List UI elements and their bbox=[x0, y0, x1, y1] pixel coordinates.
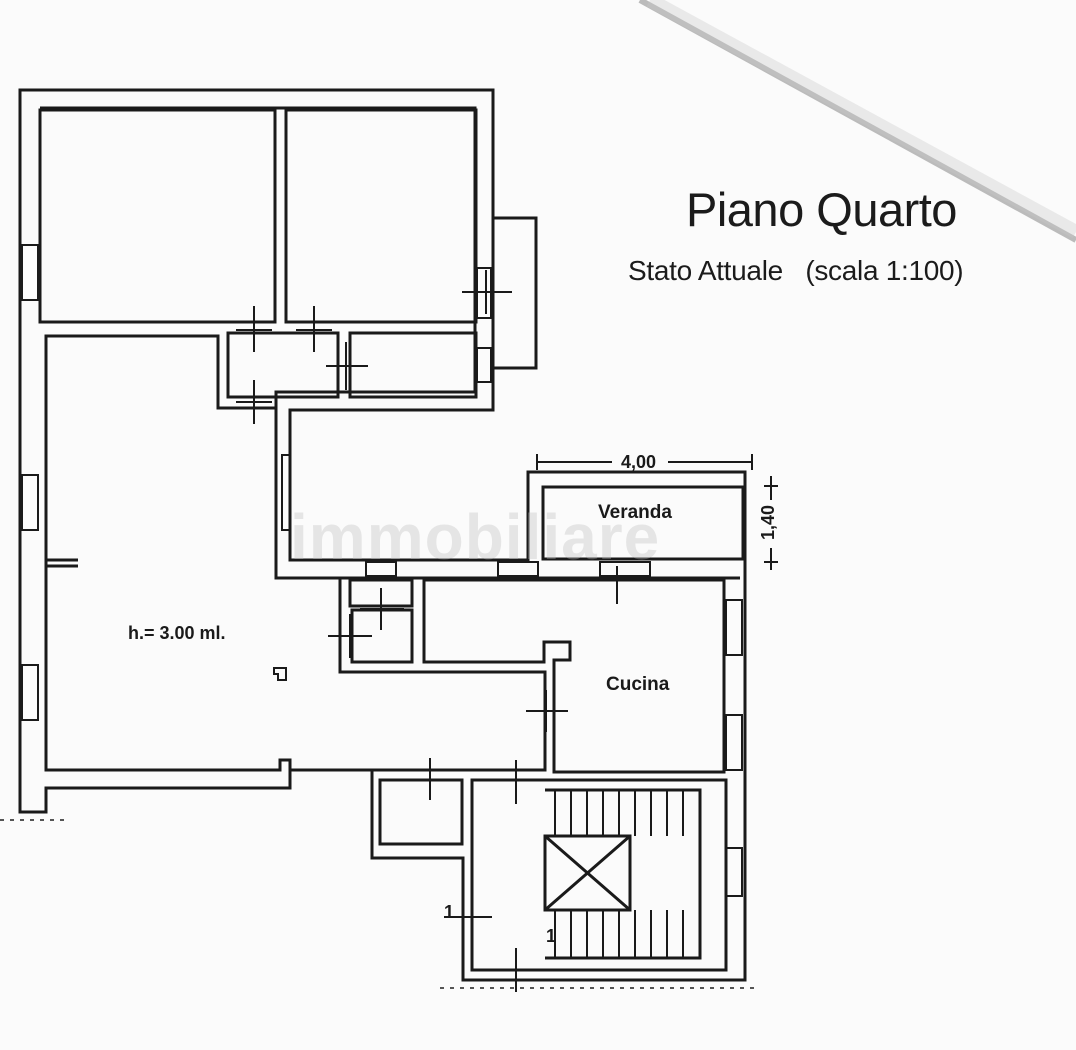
balcony-top bbox=[493, 216, 538, 370]
room-corridor bbox=[226, 331, 340, 399]
stair-rail bbox=[545, 788, 702, 960]
plan-subtitle: Stato Attuale (scala 1:100) bbox=[628, 255, 964, 286]
cut-line bbox=[0, 819, 760, 989]
column-marker bbox=[273, 667, 287, 681]
outer-wall-outer bbox=[18, 88, 747, 982]
room-cucina bbox=[422, 578, 726, 774]
room-bedroom-2 bbox=[284, 108, 478, 324]
room-veranda bbox=[541, 485, 745, 561]
plan-title: Piano Quarto bbox=[686, 183, 957, 236]
paper-fold-shadow bbox=[638, 0, 1076, 243]
stair-treads bbox=[554, 790, 684, 958]
stairwell bbox=[470, 778, 728, 972]
stair-void-cross bbox=[544, 834, 631, 912]
label-ceiling-height: h.= 3.00 ml. bbox=[128, 623, 226, 643]
room-bath bbox=[348, 331, 478, 399]
dim-veranda-depth: 1,40 bbox=[758, 504, 778, 540]
dim-veranda-width: 4,00 bbox=[621, 452, 657, 472]
outer-wall-inner bbox=[40, 106, 740, 580]
label-veranda: Veranda bbox=[598, 502, 672, 523]
watermark: immobiliare bbox=[290, 501, 661, 573]
room-living bbox=[44, 334, 547, 772]
label-cucina: Cucina bbox=[606, 674, 670, 695]
stair-marker-2: 1 bbox=[546, 926, 557, 946]
stair-marker-1: 1 bbox=[444, 902, 455, 922]
door-marks bbox=[236, 270, 618, 992]
room-storage bbox=[378, 778, 464, 846]
room-bedroom-1 bbox=[38, 108, 277, 324]
dimension-lines bbox=[536, 454, 778, 570]
